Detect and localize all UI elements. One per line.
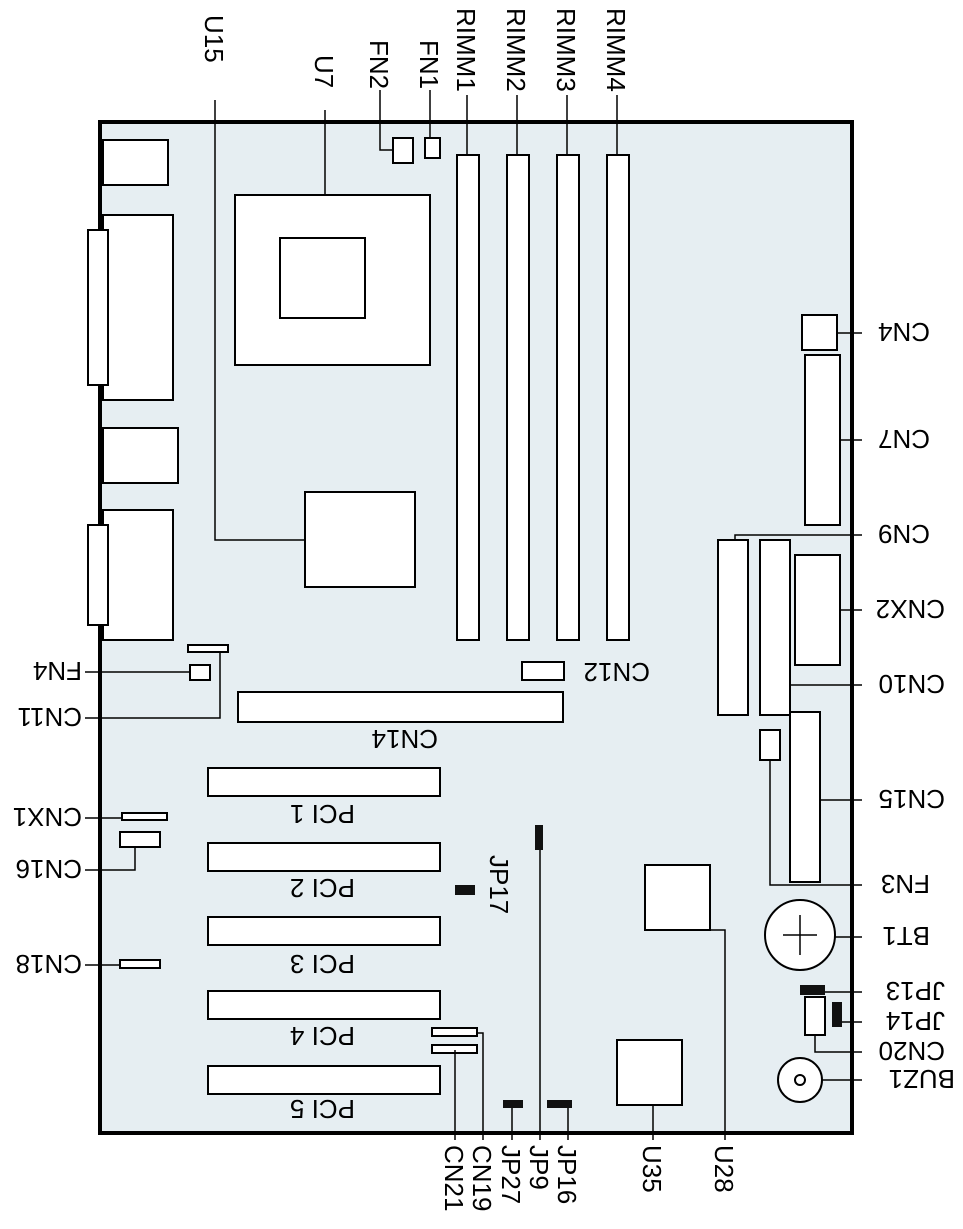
- label-cnx1: CNX1: [13, 802, 82, 832]
- pci-slot-4: [207, 990, 441, 1020]
- right-labels: CN4 CN7 CN9 CNX2 CN10 CN15 FN3 BT1 JP13 …: [876, 317, 955, 1094]
- header-cn18: [119, 959, 161, 969]
- label-jp27: JP27: [496, 1145, 526, 1204]
- rimm-slot-3: [556, 154, 580, 641]
- label-buz1: BUZ1: [889, 1064, 955, 1094]
- label-rimm2: RIMM2: [501, 8, 531, 92]
- pci-slot-2: [207, 842, 441, 872]
- serial-port-flange: [87, 524, 109, 626]
- pci-slot-5: [207, 1065, 441, 1095]
- label-cn7: CN7: [878, 424, 930, 454]
- label-jp14: JP14: [886, 1006, 945, 1036]
- fan-header-fn2: [392, 137, 414, 164]
- label-u7: U7: [309, 55, 339, 88]
- power-connector-cn4: [801, 314, 838, 351]
- parallel-port: [102, 214, 174, 401]
- label-u28: U28: [709, 1145, 739, 1193]
- label-cn19: CN19: [467, 1145, 497, 1211]
- label-bt1: BT1: [882, 921, 930, 951]
- usb-port: [102, 139, 169, 186]
- label-fn1: FN1: [414, 40, 444, 89]
- chip-u15: [304, 491, 416, 588]
- header-cn11: [187, 644, 229, 653]
- label-cn10: CN10: [879, 669, 945, 699]
- label-cn12: CN12: [584, 657, 650, 687]
- label-pci-3: PCI 3: [290, 949, 355, 979]
- label-cn18: CN18: [16, 949, 82, 979]
- board-labels: CN14 CN12 JP17 PCI 1 PCI 2 PCI 3 PCI 4 P…: [290, 657, 650, 1124]
- label-cnx2: CNX2: [876, 594, 945, 624]
- rimm-slot-2: [506, 154, 530, 641]
- label-jp13: JP13: [886, 976, 945, 1006]
- chip-u28: [644, 864, 711, 931]
- label-cn21: CN21: [439, 1145, 469, 1211]
- cpu-socket-center: [279, 237, 366, 319]
- label-rimm3: RIMM3: [551, 8, 581, 92]
- label-pci-4: PCI 4: [290, 1021, 355, 1051]
- pci-slot-1: [207, 767, 441, 797]
- label-rimm4: RIMM4: [601, 8, 631, 92]
- pci-slot-3: [207, 916, 441, 946]
- label-jp16: JP16: [552, 1145, 582, 1204]
- serial-port: [102, 509, 174, 641]
- left-labels: FN4 CN11 CNX1 CN16 CN18: [13, 656, 82, 979]
- label-cn20: CN20: [879, 1036, 945, 1066]
- header-cn19: [431, 1027, 478, 1037]
- label-pci-1: PCI 1: [290, 799, 355, 829]
- fan-header-fn4: [189, 664, 211, 681]
- rimm-slot-4: [606, 154, 630, 641]
- label-cn16: CN16: [16, 854, 82, 884]
- label-rimm1: RIMM1: [451, 8, 481, 92]
- leader-lines: [85, 90, 862, 1140]
- jumper-jp16: [547, 1100, 572, 1108]
- label-pci-5: PCI 5: [290, 1094, 355, 1124]
- label-cn9: CN9: [878, 519, 930, 549]
- chip-u35: [616, 1039, 683, 1106]
- label-cn14: CN14: [372, 724, 438, 754]
- ps2-ports: [102, 427, 179, 484]
- label-fn4: FN4: [33, 656, 82, 686]
- ide-connector-cn10: [759, 539, 791, 716]
- label-fn2: FN2: [364, 40, 394, 89]
- label-jp17: JP17: [484, 855, 514, 914]
- rimm-slots: [456, 154, 630, 641]
- fan-header-fn3: [759, 729, 781, 761]
- label-jp9: JP9: [524, 1145, 554, 1190]
- label-cn11: CN11: [17, 702, 82, 732]
- jumper-jp9: [535, 825, 543, 850]
- fan-header-fn1: [424, 137, 441, 159]
- rimm-slot-1: [456, 154, 480, 641]
- label-u35: U35: [637, 1145, 667, 1193]
- jumper-jp13: [800, 985, 825, 995]
- label-fn3: FN3: [881, 869, 930, 899]
- jumper-jp14: [832, 1002, 842, 1027]
- label-pci-2: PCI 2: [290, 873, 355, 903]
- top-labels: U15 U7 FN2 FN1 RIMM1 RIMM2 RIMM3 RIMM4: [199, 8, 631, 92]
- label-cn4: CN4: [878, 317, 930, 347]
- jumper-jp27: [503, 1100, 523, 1108]
- label-cn15: CN15: [879, 784, 945, 814]
- pci-slots: [207, 767, 441, 1095]
- parallel-port-flange: [87, 229, 109, 386]
- power-connector-cn7: [804, 354, 841, 526]
- floppy-connector-cn15: [789, 711, 821, 883]
- connector-cn12: [521, 661, 565, 681]
- header-cn20: [804, 996, 826, 1036]
- connector-cnx2: [794, 554, 841, 666]
- header-cn16: [119, 831, 161, 848]
- ide-connector-cn9: [717, 539, 749, 716]
- jumper-jp17: [455, 885, 475, 895]
- header-cnx1: [121, 812, 168, 821]
- label-u15: U15: [199, 15, 229, 63]
- agp-slot-cn14: [237, 691, 564, 723]
- bottom-labels: CN21 CN19 JP27 JP9 JP16 U35 U28: [439, 1145, 739, 1211]
